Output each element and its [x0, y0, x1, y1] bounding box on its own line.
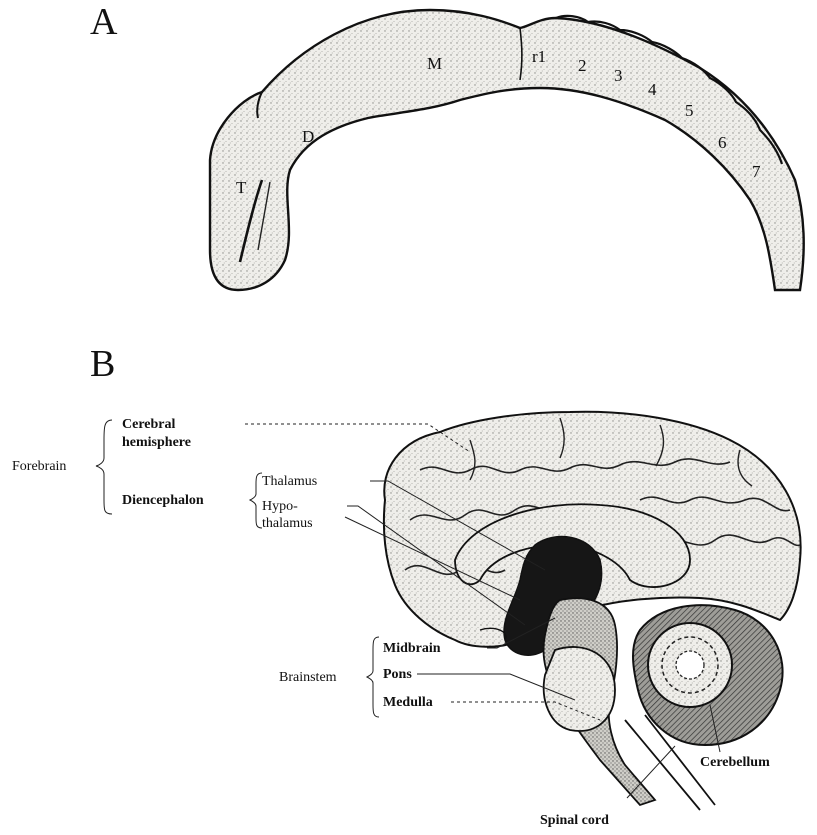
label-r3: 3 — [614, 66, 623, 86]
label-brainstem: Brainstem — [279, 669, 337, 686]
label-r6: 6 — [718, 133, 727, 153]
label-m-mesencephalon: M — [427, 54, 442, 74]
brain-illustration — [384, 412, 801, 810]
label-medulla: Medulla — [383, 694, 433, 711]
label-r1: r1 — [532, 47, 546, 67]
label-r2: 2 — [578, 56, 587, 76]
label-cerebral-hemisphere-line2: hemisphere — [122, 434, 191, 451]
label-pons: Pons — [383, 666, 412, 683]
label-spinal-cord: Spinal cord — [540, 812, 609, 829]
label-diencephalon: Diencephalon — [122, 492, 204, 509]
label-r5: 5 — [685, 101, 694, 121]
label-hypothalamus-line2: thalamus — [262, 515, 313, 532]
label-thalamus: Thalamus — [262, 473, 317, 490]
label-cerebral-hemisphere-line1: Cerebral — [122, 416, 175, 433]
label-t-telencephalon: T — [236, 178, 246, 198]
label-hypothalamus-line1: Hypo- — [262, 498, 298, 515]
label-d-diencephalon: D — [302, 127, 314, 147]
label-cerebellum: Cerebellum — [700, 754, 770, 771]
neural-tube — [210, 10, 804, 290]
label-r4: 4 — [648, 80, 657, 100]
label-r7: 7 — [752, 162, 761, 182]
label-forebrain: Forebrain — [12, 458, 66, 475]
label-midbrain: Midbrain — [383, 640, 441, 657]
